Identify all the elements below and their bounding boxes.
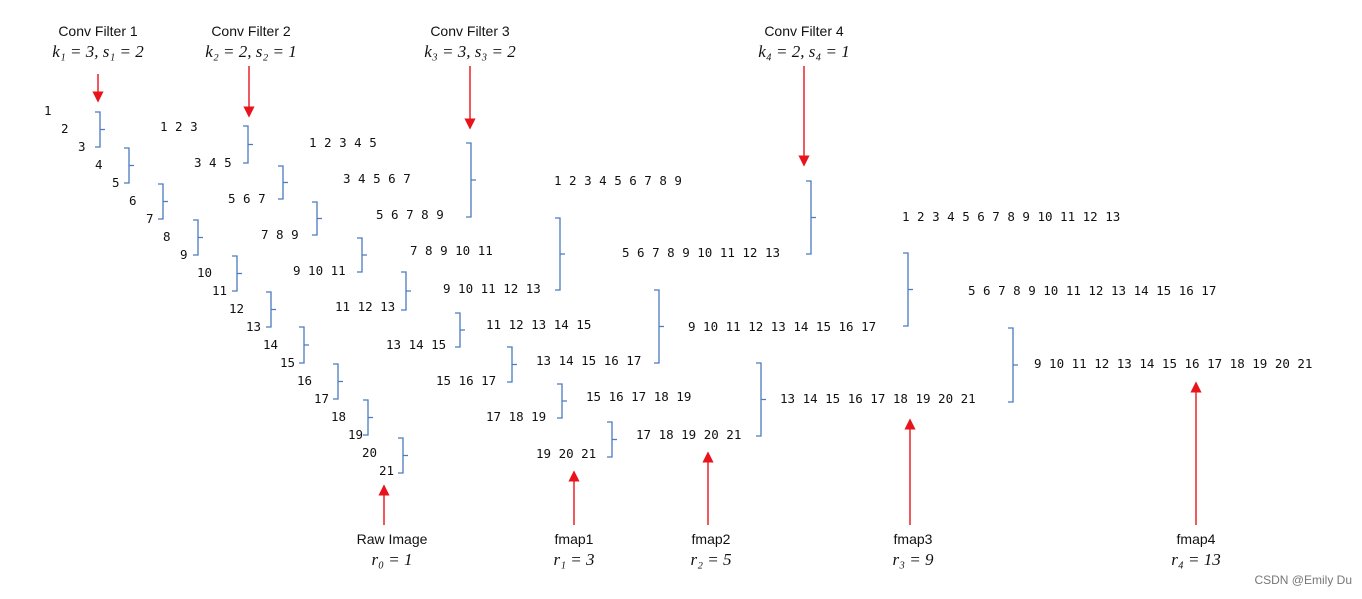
fmap3-rf: r₃ = 9: [892, 550, 934, 569]
fmap3-title: fmap3: [893, 531, 933, 547]
fmap4-row: 9 10 11 12 13 14 15 16 17 18 19 20 21: [1034, 356, 1313, 371]
filter1-brace: [333, 363, 343, 400]
filter-3-params: k₃ = 3, s₃ = 2: [424, 42, 516, 61]
filter1-brace: [299, 326, 309, 364]
raw-value: 11: [212, 283, 228, 298]
fmap1-row: 11 12 13: [335, 299, 396, 314]
fmap4-row: 1 2 3 4 5 6 7 8 9 10 11 12 13: [902, 209, 1121, 224]
fmap2-row: 17 18 19 20 21: [636, 427, 742, 442]
raw-value: 7: [146, 211, 154, 226]
raw-value: 16: [297, 373, 313, 388]
raw-image-rf: r₀ = 1: [371, 550, 413, 569]
fmap1-row: 17 18 19: [486, 409, 547, 424]
filter4-brace: [806, 180, 816, 255]
filter-4-params: k₄ = 2, s₄ = 1: [758, 42, 850, 61]
fmap2-row: 7 8 9 10 11: [410, 243, 493, 258]
filter1-brace: [232, 255, 242, 292]
fmap1-row: 7 8 9: [261, 227, 299, 242]
watermark: CSDN @Emily Du: [1254, 573, 1352, 587]
filter2-brace: [357, 237, 367, 273]
fmap2-row: 3 4 5 6 7: [343, 171, 411, 186]
raw-image-title: Raw Image: [356, 531, 428, 547]
filter3-brace: [466, 142, 476, 218]
fmap1-row: 19 20 21: [536, 446, 597, 461]
fmap4-title: fmap4: [1176, 531, 1216, 547]
filter1-brace: [95, 111, 105, 148]
raw-value: 19: [348, 427, 364, 442]
fmap1-row: 15 16 17: [436, 373, 497, 388]
filter-1-params: k₁ = 3, s₁ = 2: [52, 42, 144, 61]
filter3-brace: [756, 362, 766, 437]
fmap2-row: 5 6 7 8 9: [376, 207, 444, 222]
filter-3-title: Conv Filter 3: [430, 23, 510, 39]
raw-value: 13: [246, 319, 262, 334]
filter2-brace: [312, 201, 322, 236]
raw-value: 18: [331, 409, 347, 424]
fmap3-row: 5 6 7 8 9 10 11 12 13: [622, 245, 781, 260]
fmap1-row: 5 6 7: [228, 191, 266, 206]
fmap4-row: 5 6 7 8 9 10 11 12 13 14 15 16 17: [968, 283, 1217, 298]
filter2-brace: [401, 271, 411, 311]
filter1-brace: [124, 147, 134, 184]
fmap3-row: 1 2 3 4 5 6 7 8 9: [554, 173, 682, 188]
fmap1-row: 3 4 5: [194, 155, 232, 170]
filter2-brace: [455, 312, 465, 348]
fmap2-row: 11 12 13 14 15: [486, 317, 592, 332]
raw-value: 12: [229, 301, 245, 316]
filter-2-title: Conv Filter 2: [211, 23, 291, 39]
raw-value: 9: [180, 247, 188, 262]
filter-4-title: Conv Filter 4: [764, 23, 844, 39]
raw-value: 5: [112, 175, 120, 190]
raw-value: 8: [163, 229, 171, 244]
filter-2-params: k₂ = 2, s₂ = 1: [205, 42, 297, 61]
raw-value: 1: [44, 103, 52, 118]
raw-value: 21: [379, 463, 395, 478]
raw-value: 20: [362, 445, 378, 460]
fmap2-row: 15 16 17 18 19: [586, 389, 692, 404]
fmap4-rf: r₄ = 13: [1171, 550, 1221, 569]
raw-value: 4: [95, 157, 103, 172]
fmap3-row: 9 10 11 12 13 14 15 16 17: [688, 319, 877, 334]
fmap1-row: 1 2 3: [160, 119, 198, 134]
raw-value: 14: [263, 337, 279, 352]
filter1-brace: [193, 219, 203, 256]
fmap1-row: 9 10 11: [293, 263, 346, 278]
filter3-brace: [654, 289, 664, 364]
raw-value: 10: [197, 265, 213, 280]
fmap2-row: 9 10 11 12 13: [443, 281, 541, 296]
filter1-brace: [398, 437, 408, 474]
raw-value: 2: [61, 121, 69, 136]
filter4-brace: [903, 252, 913, 327]
filter2-brace: [507, 346, 517, 383]
fmap2-title: fmap2: [691, 531, 731, 547]
filter1-brace: [363, 399, 373, 436]
raw-value: 6: [129, 193, 137, 208]
raw-value: 15: [280, 355, 296, 370]
filter2-brace: [607, 421, 617, 458]
fmap2-row: 13 14 15 16 17: [536, 353, 642, 368]
fmap1-title: fmap1: [554, 531, 594, 547]
filter1-brace: [158, 183, 168, 220]
fmap2-row: 1 2 3 4 5: [309, 135, 377, 150]
filter2-brace: [243, 125, 253, 164]
filter2-brace: [278, 165, 288, 200]
raw-value: 17: [314, 391, 330, 406]
filter2-brace: [557, 383, 567, 419]
raw-value: 3: [78, 139, 86, 154]
filter1-brace: [266, 291, 276, 328]
fmap1-rf: r₁ = 3: [553, 550, 595, 569]
filter4-brace: [1008, 327, 1018, 403]
filter3-brace: [555, 217, 565, 291]
fmap2-rf: r₂ = 5: [690, 550, 732, 569]
fmap3-row: 13 14 15 16 17 18 19 20 21: [780, 391, 976, 406]
fmap1-row: 13 14 15: [386, 337, 447, 352]
filter-1-title: Conv Filter 1: [58, 23, 138, 39]
